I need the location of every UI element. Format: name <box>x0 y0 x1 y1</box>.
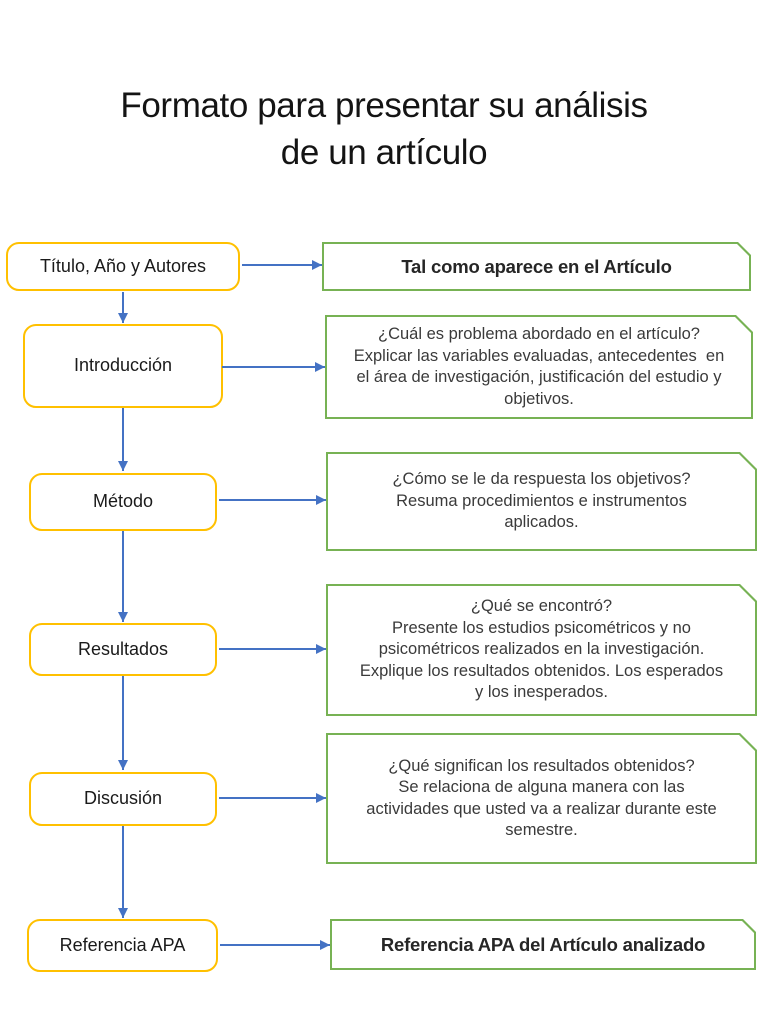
arrow-right-icon <box>222 362 325 372</box>
arrow-down-icon <box>118 676 128 770</box>
note-text: Referencia APA del Artículo analizado <box>380 933 706 955</box>
stage-label: Método <box>92 491 154 512</box>
arrow-down-icon <box>118 408 128 471</box>
arrow-right-icon <box>219 495 326 505</box>
note-box-face: ¿Qué significan los resultados obtenidos… <box>328 735 755 862</box>
stage-label: Título, Año y Autores <box>39 255 207 276</box>
arrow-right-icon <box>242 260 322 270</box>
stage-box-metodo: Método <box>29 473 217 531</box>
arrow-right-icon <box>219 644 326 654</box>
note-box-titulo: Tal como aparece en el Artículo <box>322 242 751 291</box>
stage-label: Referencia APA <box>59 934 186 955</box>
note-box-face: ¿Qué se encontró? Presente los estudios … <box>328 586 755 714</box>
stage-box-referencia: Referencia APA <box>27 919 218 972</box>
stage-box-introduccion: Introducción <box>23 324 223 408</box>
note-box-face: Referencia APA del Artículo analizado <box>332 921 754 968</box>
stage-label: Resultados <box>77 638 169 659</box>
stage-box-titulo: Título, Año y Autores <box>6 242 240 291</box>
arrow-right-icon <box>220 940 330 950</box>
page-title-line1: Formato para presentar su análisis <box>120 86 648 125</box>
note-text: ¿Qué se encontró? Presente los estudios … <box>359 597 724 702</box>
arrow-down-icon <box>118 531 128 622</box>
note-text: Tal como aparece en el Artículo <box>401 255 672 277</box>
note-text: ¿Qué significan los resultados obtenidos… <box>366 756 717 839</box>
stage-box-resultados: Resultados <box>29 623 217 676</box>
note-box-metodo: ¿Cómo se le da respuesta los objetivos? … <box>326 452 757 551</box>
note-box-discusion: ¿Qué significan los resultados obtenidos… <box>326 733 757 864</box>
page-title: Formato para presentar su análisis de un… <box>0 82 768 176</box>
arrow-down-icon <box>118 826 128 918</box>
note-box-resultados: ¿Qué se encontró? Presente los estudios … <box>326 584 757 716</box>
note-box-introduccion: ¿Cuál es problema abordado en el artícul… <box>325 315 753 419</box>
note-box-face: ¿Cómo se le da respuesta los objetivos? … <box>328 454 755 549</box>
stage-box-discusion: Discusión <box>29 772 217 826</box>
note-box-face: Tal como aparece en el Artículo <box>324 244 749 289</box>
note-box-referencia: Referencia APA del Artículo analizado <box>330 919 756 970</box>
note-text: ¿Cómo se le da respuesta los objetivos? … <box>392 470 691 532</box>
note-text: ¿Cuál es problema abordado en el artícul… <box>353 325 725 408</box>
page-title-line2: de un artículo <box>280 133 488 172</box>
note-box-face: ¿Cuál es problema abordado en el artícul… <box>327 317 751 417</box>
stage-label: Introducción <box>73 355 173 376</box>
arrow-right-icon <box>219 793 326 803</box>
arrow-down-icon <box>118 292 128 323</box>
stage-label: Discusión <box>83 788 163 809</box>
